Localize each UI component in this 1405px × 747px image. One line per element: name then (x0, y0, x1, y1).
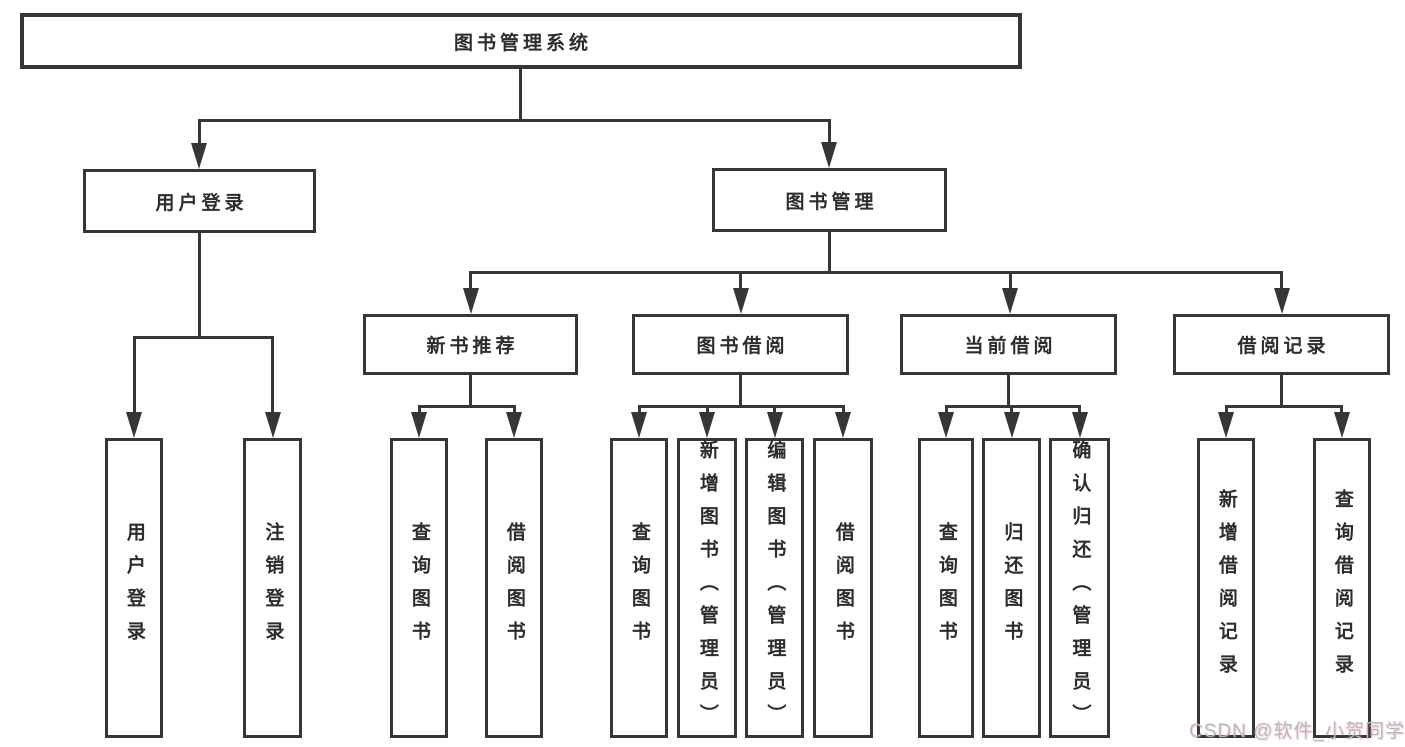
arrow-down-icon (767, 412, 783, 438)
leaf-borrow-query-book-label: 查询图书 (628, 522, 650, 654)
node-borrow-records: 借阅记录 (1173, 314, 1390, 375)
leaf-recommend-query-book: 查询图书 (390, 438, 448, 738)
connector-line (739, 373, 742, 408)
leaf-edit-book-admin-label: 编辑图书（管理员） (764, 439, 786, 737)
leaf-confirm-return-admin-label: 确认归还（管理员） (1069, 439, 1091, 737)
connector-line (469, 271, 472, 290)
node-book-borrow-label: 图书借阅 (696, 336, 789, 357)
connector-line (1280, 271, 1283, 290)
arrow-down-icon (126, 412, 142, 438)
leaf-add-borrow-record-label: 新增借阅记录 (1215, 489, 1237, 687)
arrow-down-icon (1002, 288, 1018, 314)
leaf-add-book-admin: 新增图书（管理员） (677, 438, 737, 738)
node-user-login: 用户登录 (83, 169, 316, 233)
leaf-current-query-book: 查询图书 (918, 438, 974, 738)
connector-line (198, 119, 831, 122)
leaf-borrow-book: 借阅图书 (813, 438, 873, 738)
connector-line (198, 233, 201, 337)
leaf-add-borrow-record: 新增借阅记录 (1197, 438, 1255, 738)
arrow-down-icon (821, 142, 837, 168)
leaf-recommend-borrow-book-label: 借阅图书 (503, 522, 525, 654)
leaf-query-borrow-record-label: 查询借阅记录 (1331, 489, 1353, 687)
connector-line (133, 336, 274, 339)
arrow-down-icon (265, 412, 281, 438)
node-new-book-recommend: 新书推荐 (363, 314, 578, 375)
connector-line (513, 405, 516, 415)
connector-line (638, 405, 641, 415)
leaf-user-login-label: 用户登录 (123, 522, 145, 654)
leaf-logout: 注销登录 (243, 438, 302, 738)
connector-line (1225, 405, 1228, 415)
connector-line (1340, 405, 1343, 415)
leaf-confirm-return-admin: 确认归还（管理员） (1049, 438, 1110, 738)
node-current-borrow: 当前借阅 (900, 314, 1117, 375)
node-book-borrow: 图书借阅 (632, 314, 849, 375)
leaf-current-query-book-label: 查询图书 (935, 522, 957, 654)
connector-line (828, 230, 831, 274)
arrow-down-icon (1072, 412, 1088, 438)
arrow-down-icon (699, 412, 715, 438)
leaf-recommend-borrow-book: 借阅图书 (485, 438, 543, 738)
arrow-down-icon (463, 288, 479, 314)
leaf-return-book: 归还图书 (982, 438, 1041, 738)
connector-line (469, 373, 472, 408)
leaf-query-borrow-record: 查询借阅记录 (1313, 438, 1371, 738)
connector-line (418, 405, 421, 415)
node-new-book-recommend-label: 新书推荐 (426, 336, 519, 357)
connector-line (1225, 405, 1343, 408)
connector-line (773, 405, 776, 415)
arrow-down-icon (835, 412, 851, 438)
connector-line (1280, 373, 1283, 408)
leaf-user-login: 用户登录 (105, 438, 163, 738)
connector-line (638, 405, 845, 408)
connector-line (1009, 271, 1012, 290)
arrow-down-icon (1334, 412, 1350, 438)
connector-line (739, 271, 742, 290)
watermark: CSDN @软件_小贺同学 (1189, 721, 1405, 742)
node-borrow-records-label: 借阅记录 (1237, 336, 1330, 357)
arrow-down-icon (1274, 288, 1290, 314)
connector-line (945, 405, 1081, 408)
leaf-add-book-admin-label: 新增图书（管理员） (696, 439, 718, 737)
arrow-down-icon (1218, 412, 1234, 438)
connector-line (945, 405, 948, 415)
connector-line (198, 119, 201, 145)
connector-line (1078, 405, 1081, 415)
arrow-down-icon (1004, 412, 1020, 438)
node-user-login-label: 用户登录 (155, 192, 248, 214)
node-book-management-label: 图书管理 (785, 191, 878, 213)
connector-line (519, 69, 522, 122)
connector-line (133, 336, 136, 414)
node-root-label: 图书管理系统 (453, 32, 592, 54)
leaf-return-book-label: 归还图书 (1001, 522, 1023, 654)
leaf-borrow-book-label: 借阅图书 (832, 522, 854, 654)
arrow-down-icon (191, 143, 207, 169)
connector-line (828, 119, 831, 144)
connector-line (842, 405, 845, 415)
node-current-borrow-label: 当前借阅 (964, 336, 1057, 357)
connector-line (1007, 373, 1010, 408)
arrow-down-icon (938, 412, 954, 438)
arrow-down-icon (506, 412, 522, 438)
connector-line (271, 336, 274, 414)
connector-line (418, 405, 516, 408)
leaf-borrow-query-book: 查询图书 (610, 438, 668, 738)
arrow-down-icon (411, 412, 427, 438)
node-book-management: 图书管理 (712, 168, 947, 232)
connector-line (469, 271, 1283, 274)
arrow-down-icon (733, 288, 749, 314)
arrow-down-icon (631, 412, 647, 438)
connector-line (1010, 405, 1013, 415)
node-root: 图书管理系统 (20, 13, 1022, 69)
connector-line (706, 405, 709, 415)
leaf-edit-book-admin: 编辑图书（管理员） (745, 438, 804, 738)
leaf-logout-label: 注销登录 (262, 522, 284, 654)
leaf-recommend-query-book-label: 查询图书 (408, 522, 430, 654)
